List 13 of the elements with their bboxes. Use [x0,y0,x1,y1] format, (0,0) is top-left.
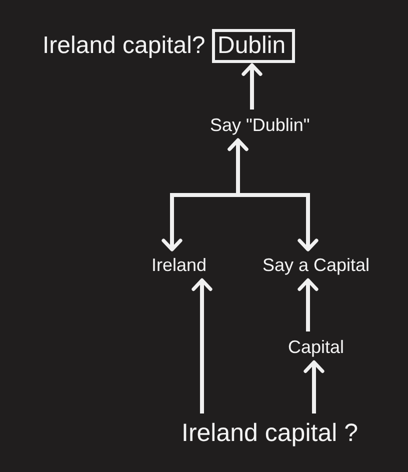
step-label: Ireland [152,254,207,276]
step-label: Capital [288,336,344,358]
branch-arrow [228,138,318,252]
answer-box [212,28,295,64]
step-label: Say "Dublin" [210,114,310,136]
step-label: Say a Capital [262,254,370,276]
question-text: Ireland capital? [42,32,206,60]
arrow [192,278,212,414]
arrow [304,360,324,414]
answer-text: Dublin [218,32,286,60]
arrow [242,63,262,110]
arrow [298,278,318,332]
question-text: Ireland capital ? [182,418,358,448]
